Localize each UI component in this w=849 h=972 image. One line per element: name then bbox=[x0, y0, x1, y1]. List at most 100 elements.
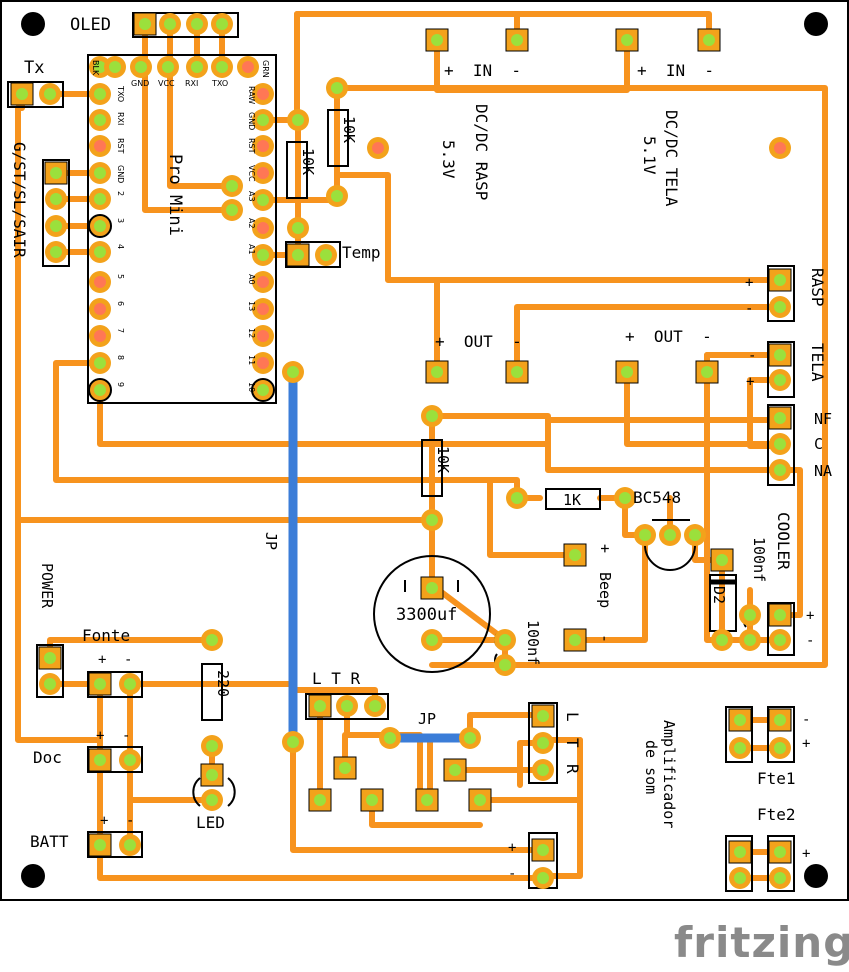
promini-pin-label: RST bbox=[116, 138, 125, 154]
pad bbox=[425, 360, 449, 384]
pad bbox=[308, 694, 332, 718]
pad bbox=[252, 244, 274, 266]
silkscreen-labels: OLED Tx G/ST/SL/SAIR Pro Mini Temp JP JP… bbox=[10, 15, 832, 851]
pad bbox=[421, 629, 443, 651]
label-gst: G/ST/SL/SAIR bbox=[10, 142, 29, 258]
pad bbox=[468, 788, 492, 812]
promini-pin-label: GND bbox=[116, 165, 125, 183]
pad bbox=[563, 628, 587, 652]
pad bbox=[157, 56, 179, 78]
pad bbox=[459, 727, 481, 749]
mounting-holes bbox=[21, 12, 828, 888]
pad bbox=[695, 360, 719, 384]
svg-text:+: + bbox=[100, 813, 108, 829]
label-ltr-r: R bbox=[563, 764, 582, 774]
promini-pin-label: 4 bbox=[116, 244, 125, 249]
pad bbox=[505, 360, 529, 384]
pad bbox=[252, 109, 274, 131]
pad bbox=[89, 83, 111, 105]
label-fonte: Fonte bbox=[82, 626, 130, 645]
svg-text:+: + bbox=[802, 846, 810, 862]
pad bbox=[252, 352, 274, 374]
pad bbox=[252, 83, 274, 105]
pad bbox=[420, 576, 444, 600]
label-100nf-b: 100nf bbox=[750, 537, 768, 582]
dcdc-rasp-voltage: 5.3V bbox=[439, 140, 458, 179]
pad bbox=[282, 361, 304, 383]
label-tela: TELA bbox=[808, 343, 827, 382]
label-10k-b: 10K bbox=[299, 148, 317, 175]
pad bbox=[768, 603, 792, 627]
promini-pin-label: RST bbox=[247, 138, 256, 154]
pad bbox=[659, 524, 681, 546]
promini-pin-label: TXO bbox=[116, 85, 125, 102]
pad bbox=[769, 737, 791, 759]
svg-text:-: - bbox=[748, 348, 756, 364]
label-ltr: L T R bbox=[312, 669, 361, 688]
pad bbox=[697, 28, 721, 52]
pad bbox=[326, 185, 348, 207]
pad bbox=[364, 695, 386, 717]
pad bbox=[769, 459, 791, 481]
pad bbox=[88, 833, 112, 857]
pad bbox=[287, 109, 309, 131]
svg-text:+: + bbox=[806, 608, 814, 624]
label-tx: Tx bbox=[24, 58, 44, 78]
pad bbox=[379, 727, 401, 749]
svg-text:-: - bbox=[122, 728, 130, 744]
pad bbox=[286, 243, 310, 267]
promini-pin-label: RXI bbox=[185, 79, 198, 88]
pad bbox=[252, 217, 274, 239]
label-amp-2: de som bbox=[642, 740, 660, 794]
pad bbox=[769, 629, 791, 651]
svg-text:+: + bbox=[802, 736, 810, 752]
label-power: POWER bbox=[38, 563, 56, 609]
pad bbox=[130, 56, 152, 78]
promini-pin-label: 11 bbox=[247, 355, 256, 365]
pad bbox=[308, 788, 332, 812]
promini-pin-label: 7 bbox=[116, 328, 125, 333]
label-c: C bbox=[814, 435, 823, 453]
label-temp: Temp bbox=[342, 243, 381, 262]
pad bbox=[119, 749, 141, 771]
pad bbox=[38, 646, 62, 670]
dcdc-tela-in: + IN - bbox=[637, 61, 714, 80]
svg-text:+: + bbox=[745, 275, 753, 291]
pad bbox=[615, 360, 639, 384]
label-10k-c: 10K bbox=[434, 446, 452, 473]
pad bbox=[89, 109, 111, 131]
pad bbox=[45, 188, 67, 210]
pad bbox=[251, 378, 275, 402]
svg-text:-: - bbox=[802, 870, 810, 886]
label-oled: OLED bbox=[70, 15, 111, 35]
pad bbox=[739, 604, 761, 626]
pad bbox=[119, 834, 141, 856]
promini-outline bbox=[87, 54, 277, 404]
label-doc: Doc bbox=[33, 748, 62, 767]
pad bbox=[315, 244, 337, 266]
pad bbox=[531, 704, 555, 728]
promini-pin-label: A1 bbox=[247, 244, 256, 255]
label-fte1: Fte1 bbox=[757, 769, 796, 788]
pad bbox=[201, 789, 223, 811]
label-beep-plus: + bbox=[596, 544, 614, 553]
label-10k-a: 10K bbox=[340, 116, 358, 143]
label-jp-small: JP bbox=[418, 710, 436, 728]
promini-pin-label: TXO bbox=[211, 79, 228, 88]
pad bbox=[729, 737, 751, 759]
pad bbox=[221, 199, 243, 221]
pad bbox=[614, 487, 636, 509]
svg-text:-: - bbox=[124, 652, 132, 668]
pad bbox=[252, 325, 274, 347]
pad bbox=[133, 12, 157, 36]
pad bbox=[211, 56, 233, 78]
pad bbox=[39, 673, 61, 695]
label-fte2: Fte2 bbox=[757, 805, 796, 824]
pad bbox=[769, 867, 791, 889]
pad bbox=[443, 758, 467, 782]
pad bbox=[89, 135, 111, 157]
label-rasp: RASP bbox=[808, 268, 827, 307]
pad bbox=[201, 629, 223, 651]
dcdc-rasp-title: DC/DC RASP bbox=[472, 104, 491, 200]
pad bbox=[201, 735, 223, 757]
